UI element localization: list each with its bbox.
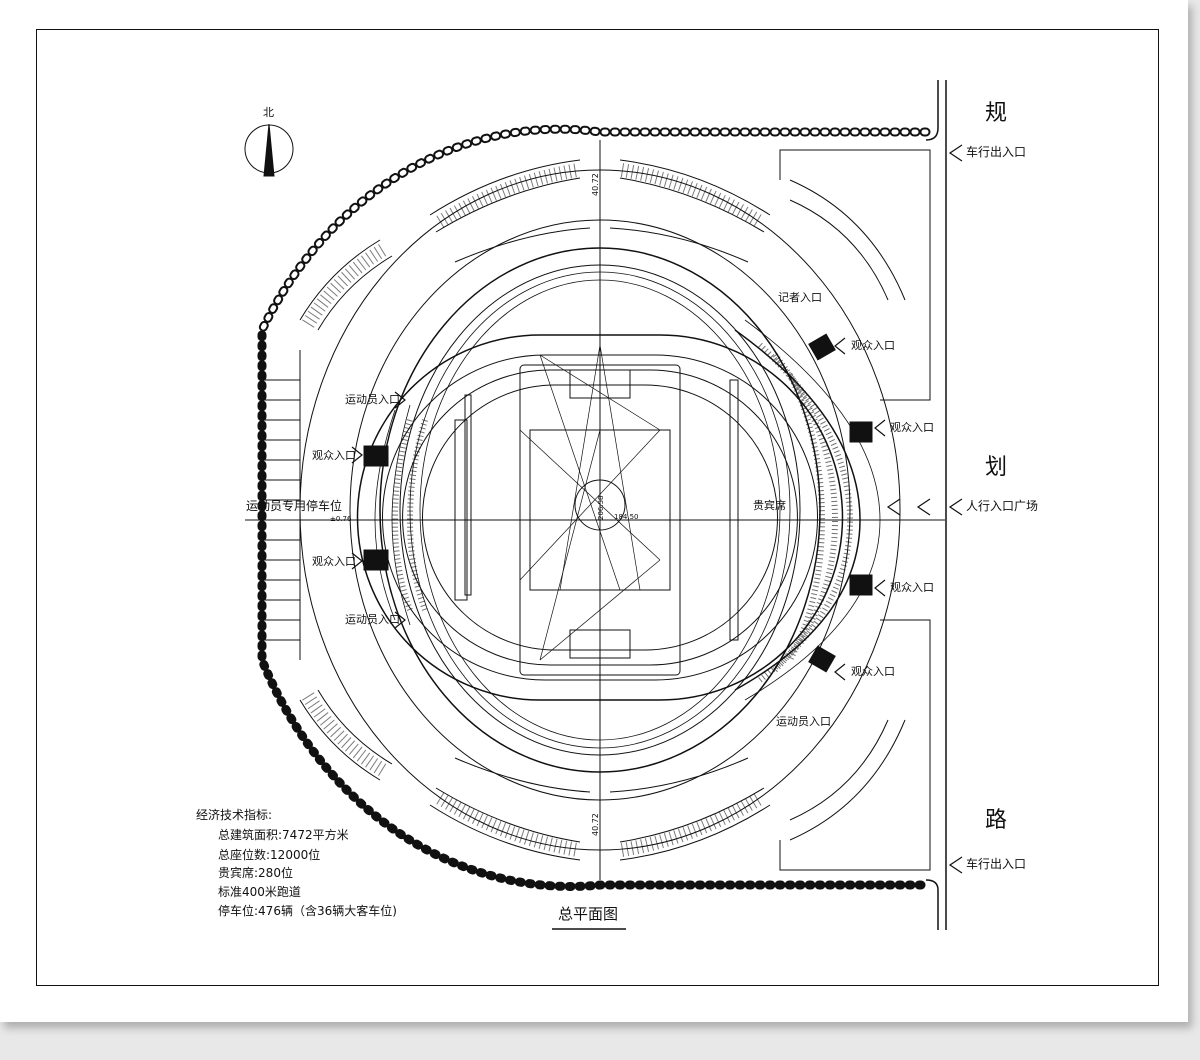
north-label: 北 <box>263 106 274 119</box>
track-outer <box>356 334 844 701</box>
playing-field <box>519 364 681 676</box>
metric-seats: 总座位数:12000位 <box>218 848 321 862</box>
metric-vip: 贵宾席:280位 <box>218 866 293 880</box>
metric-track: 标准400米跑道 <box>218 885 301 899</box>
stadium-wall <box>399 264 801 756</box>
spectator-entrance-label-4: 观众入口 <box>890 421 934 434</box>
tree-ring <box>257 124 931 891</box>
athlete-parking-label: 运动员专用停车位 <box>246 499 343 513</box>
jump-runway <box>454 419 468 601</box>
pedestrian-plaza: 人行入口广场 <box>966 499 1039 513</box>
metric-parking: 停车位:476辆（含36辆大客车位) <box>218 904 397 918</box>
vehicle-entrance-bottom: 车行出入口 <box>966 857 1027 871</box>
metrics-heading: 经济技术指标: <box>196 808 273 822</box>
dim-bottom: 40.72 <box>591 813 600 836</box>
road-char-1: 规 <box>985 101 1008 126</box>
vip-seats-label: 贵宾席 <box>753 499 786 512</box>
entrance-arrows <box>351 144 963 874</box>
road-edge-bottom <box>925 879 939 891</box>
dim-center-1: 206.58 <box>597 495 605 521</box>
spectator-entrance-label-6: 观众入口 <box>851 665 895 678</box>
athlete-entrance-label-3: 运动员入口 <box>776 715 831 728</box>
vehicle-entrance-top: 车行出入口 <box>966 145 1027 159</box>
parking-bays <box>299 159 771 861</box>
west-parking <box>261 350 301 660</box>
metric-floor-area: 总建筑面积:7472平方米 <box>218 828 349 842</box>
road-char-3: 路 <box>985 808 1008 833</box>
dim-top: 40.72 <box>591 173 600 196</box>
athlete-entrance-label-2: 运动员入口 <box>345 613 400 626</box>
center-circle <box>574 479 626 531</box>
elevation-label: ±0.76 <box>330 515 352 523</box>
spectator-entrance-label-5: 观众入口 <box>890 581 934 594</box>
road-edge-top <box>925 80 939 141</box>
drawing-title: 总平面图 <box>558 905 619 923</box>
entrance-stairs <box>363 333 873 673</box>
dim-center-2: 184.50 <box>614 513 639 521</box>
stadium-outer <box>379 247 821 773</box>
drawing-frame <box>36 29 1159 986</box>
athlete-entrance-label-1: 运动员入口 <box>345 393 400 406</box>
reporter-entrance-label: 记者入口 <box>778 291 822 304</box>
spectator-entrance-label-2: 观众入口 <box>312 555 356 568</box>
road-char-2: 划 <box>985 455 1008 480</box>
spectator-entrance-label-3: 观众入口 <box>851 339 895 352</box>
north-arrow <box>263 123 275 177</box>
spectator-entrance-label-1: 观众入口 <box>312 449 356 462</box>
